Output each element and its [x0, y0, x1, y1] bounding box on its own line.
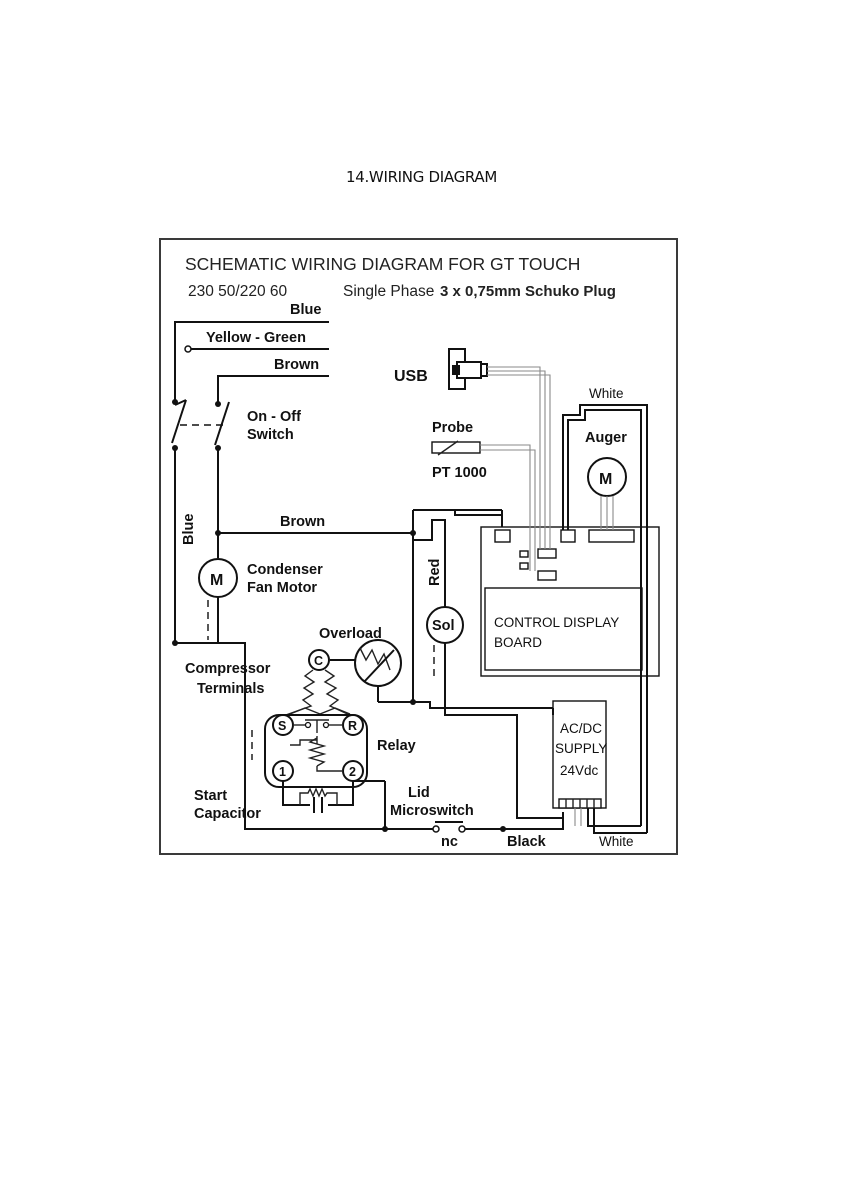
lid-switch-contact-a [432, 825, 440, 833]
label-blue-top: Blue [290, 302, 321, 318]
label-terminal-c: C [314, 654, 323, 668]
label-solenoid: Sol [432, 618, 455, 634]
lid-switch-contact-b [458, 825, 466, 833]
wire-neutral-bottom [218, 642, 433, 830]
label-terminal-r: R [348, 719, 357, 733]
label-lid-1: Lid [408, 785, 430, 801]
label-start-cap-1: Start [194, 788, 227, 804]
winding-run [323, 669, 353, 717]
label-lid-nc: nc [441, 834, 458, 850]
wire-red [413, 519, 446, 607]
label-auger: Auger [585, 430, 627, 446]
label-terminal-s: S [278, 719, 286, 733]
wire-white-psu-2 [593, 808, 647, 834]
label-psu-3: 24Vdc [560, 763, 599, 778]
probe-cable-2 [480, 449, 536, 571]
terminal-c [308, 649, 330, 671]
label-probe-type: PT 1000 [432, 465, 487, 481]
wire-white-outer [562, 404, 648, 833]
label-yellow-green: Yellow - Green [206, 330, 306, 346]
acdc-supply [552, 700, 607, 809]
capacitor-resistor [299, 787, 338, 805]
condenser-motor-symbol: M [210, 572, 223, 589]
probe-sensor [431, 440, 481, 456]
wire-overload-live [378, 701, 553, 709]
label-compressor-1: Compressor [185, 661, 271, 677]
label-black: Black [507, 834, 547, 850]
wire-white-inner [567, 409, 642, 826]
winding-start [282, 669, 316, 717]
label-overload: Overload [319, 626, 382, 642]
label-terminal-2: 2 [349, 765, 356, 779]
label-psu-1: AC/DC [560, 721, 602, 736]
diagram-phase: Single Phase [343, 283, 434, 300]
label-white-top: White [589, 386, 624, 401]
usb-cable-3 [487, 374, 551, 549]
label-board-1: CONTROL DISPLAY [494, 615, 619, 630]
label-board-2: BOARD [494, 635, 542, 650]
wire-brown-top [217, 375, 329, 402]
auger-motor-symbol: M [599, 471, 612, 488]
label-switch-1: On - Off [247, 409, 301, 425]
label-terminal-1: 1 [279, 765, 286, 779]
label-brown-mid: Brown [280, 514, 325, 530]
label-relay: Relay [377, 738, 416, 754]
on-off-switch [171, 399, 230, 451]
label-compressor-2: Terminals [197, 681, 264, 697]
label-switch-2: Switch [247, 427, 294, 443]
wire-cap-left [282, 781, 310, 806]
board-connector-auger [560, 529, 576, 543]
wire-blue-top [174, 321, 329, 400]
wire-black-to-psu [503, 812, 564, 830]
diagram-plug: 3 x 0,75mm Schuko Plug [440, 283, 616, 300]
usb-cable-2 [487, 370, 546, 549]
label-lid-2: Microswitch [390, 803, 474, 819]
label-probe: Probe [432, 420, 473, 436]
diagram-title: SCHEMATIC WIRING DIAGRAM FOR GT TOUCH [185, 254, 580, 274]
label-brown-top: Brown [274, 357, 319, 373]
relay-coil [307, 737, 327, 767]
board-connector-power [494, 529, 511, 543]
label-condenser-2: Fan Motor [247, 580, 317, 596]
diagram-frame [159, 238, 678, 855]
wire-solenoid-return [444, 643, 563, 819]
usb-cable-1 [487, 366, 541, 549]
usb-connector [448, 348, 488, 390]
label-usb: USB [394, 368, 428, 385]
overload-element [359, 647, 391, 671]
label-psu-2: SUPPLY [555, 741, 607, 756]
probe-cable-1 [480, 444, 531, 571]
page-heading: 14.WIRING DIAGRAM [345, 168, 498, 186]
board-connector-display [588, 529, 635, 543]
wire-white-psu-1 [587, 808, 641, 827]
board-connector-usb [537, 548, 557, 559]
label-red: Red [427, 559, 443, 586]
winding-link [289, 707, 351, 715]
earth-terminal [184, 345, 192, 353]
label-condenser-1: Condenser [247, 562, 323, 578]
label-white-bottom: White [599, 834, 634, 849]
label-start-cap-2: Capacitor [194, 806, 261, 822]
label-blue-vertical: Blue [181, 514, 197, 545]
diagram-voltage: 230 50/220 60 [188, 283, 288, 300]
board-connector-probe [537, 570, 557, 581]
